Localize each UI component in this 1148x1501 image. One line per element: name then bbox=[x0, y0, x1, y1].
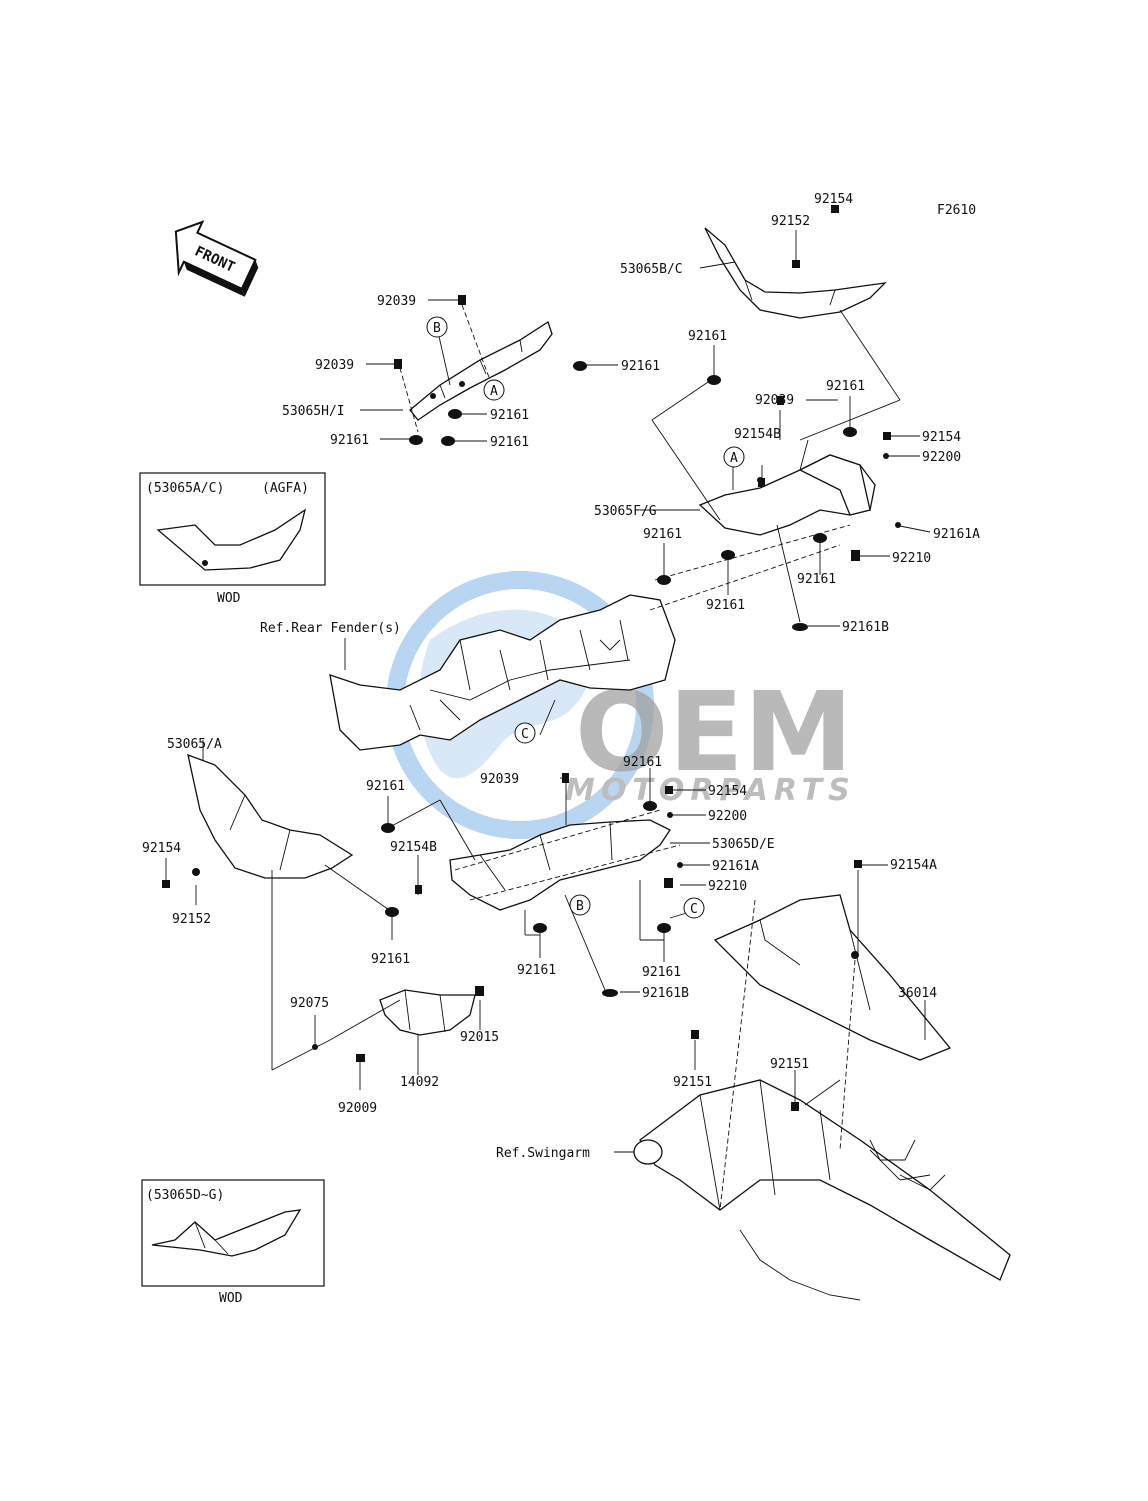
label-92039-lower: 92039 bbox=[480, 772, 519, 787]
label-92151-left: 92151 bbox=[673, 1075, 712, 1090]
marker-a-upper: A bbox=[490, 384, 498, 399]
label-36014: 36014 bbox=[898, 986, 937, 1001]
label-92161-mid: 92161 bbox=[643, 527, 682, 542]
label-92154-top: 92154 bbox=[814, 192, 853, 207]
side-cover-53065DE bbox=[449, 819, 671, 911]
diagram-code: F2610 bbox=[937, 203, 976, 218]
tail-cover-53065HI bbox=[409, 321, 553, 421]
label-92161-lower-mid: 92161 bbox=[517, 963, 556, 978]
label-92161-lower-top: 92161 bbox=[623, 755, 662, 770]
inset-agfa-cover-shape bbox=[156, 508, 307, 571]
label-92154-left: 92154 bbox=[142, 841, 181, 856]
label-92154-lower: 92154 bbox=[708, 784, 747, 799]
label-92152-top: 92152 bbox=[771, 214, 810, 229]
fasteners bbox=[162, 205, 901, 1111]
label-92210-right: 92210 bbox=[892, 551, 931, 566]
label-92154A: 92154A bbox=[890, 858, 937, 873]
label-92161-lower-right: 92161 bbox=[642, 965, 681, 980]
side-cover-53065A bbox=[187, 753, 354, 879]
label-92161A-right: 92161A bbox=[933, 527, 980, 542]
marker-a-right: A bbox=[730, 451, 738, 466]
label-53065FG: 53065F/G bbox=[594, 504, 657, 519]
label-53065HI: 53065H/I bbox=[282, 404, 345, 419]
label-14092: 14092 bbox=[400, 1075, 439, 1090]
label-92075: 92075 bbox=[290, 996, 329, 1011]
leader-lines bbox=[165, 205, 931, 1211]
label-92210-lower: 92210 bbox=[708, 879, 747, 894]
label-92039-right: 92039 bbox=[755, 393, 794, 408]
ref-swingarm: Ref.Swingarm bbox=[496, 1146, 590, 1161]
label-92152-left: 92152 bbox=[172, 912, 211, 927]
label-92161-mid2: 92161 bbox=[797, 572, 836, 587]
label-92161-lower-left: 92161 bbox=[366, 779, 405, 794]
side-cover-53065BC bbox=[704, 227, 887, 319]
inset-agfa: (53065A/C) (AGFA) WOD bbox=[139, 472, 326, 606]
rear-fender-assembly bbox=[329, 594, 676, 751]
label-92039-left: 92039 bbox=[315, 358, 354, 373]
label-92161-lower-left2: 92161 bbox=[371, 952, 410, 967]
marker-c-lower: C bbox=[690, 902, 698, 917]
label-92161B-lower: 92161B bbox=[642, 986, 689, 1001]
marker-c-center: C bbox=[521, 727, 529, 742]
label-92200-lower: 92200 bbox=[708, 809, 747, 824]
inset-agfa-title-left: (53065A/C) bbox=[146, 481, 224, 496]
tail-cover-53065FG bbox=[698, 454, 876, 536]
label-92161-a: 92161 bbox=[490, 408, 529, 423]
label-92154B-right: 92154B bbox=[734, 427, 781, 442]
inset-agfa-title-right: (AGFA) bbox=[262, 481, 309, 496]
inset-wod: (53065D~G) WOD bbox=[141, 1179, 325, 1306]
label-92161-mid3: 92161 bbox=[706, 598, 745, 613]
label-92154-right: 92154 bbox=[922, 430, 961, 445]
part-labels: 92154 92152 53065B/C 92039 92161 92039 9… bbox=[142, 192, 980, 1161]
label-92161-b: 92161 bbox=[330, 433, 369, 448]
inset-agfa-caption: WOD bbox=[217, 591, 241, 606]
label-53065BC: 53065B/C bbox=[620, 262, 683, 277]
inset-wod-caption: WOD bbox=[219, 1291, 243, 1306]
label-92161A-lower: 92161A bbox=[712, 859, 759, 874]
swingarm bbox=[633, 1079, 1011, 1301]
label-92200-right: 92200 bbox=[922, 450, 961, 465]
label-92015: 92015 bbox=[460, 1030, 499, 1045]
watermark-sub: MOTORPARTS bbox=[565, 773, 856, 808]
guard-14092 bbox=[379, 989, 476, 1036]
label-92161B-right: 92161B bbox=[842, 620, 889, 635]
label-92161-c: 92161 bbox=[490, 435, 529, 450]
front-arrow-icon: FRONT bbox=[174, 220, 259, 297]
marker-b-upper: B bbox=[433, 321, 441, 336]
label-92161-upper-right: 92161 bbox=[621, 359, 660, 374]
label-92009: 92009 bbox=[338, 1101, 377, 1116]
ref-rear-fender: Ref.Rear Fender(s) bbox=[260, 621, 401, 636]
label-92039-upper: 92039 bbox=[377, 294, 416, 309]
inset-wod-title: (53065D~G) bbox=[146, 1188, 224, 1203]
chain-guard-36014 bbox=[713, 894, 952, 1061]
marker-b-lower: B bbox=[576, 899, 584, 914]
label-92151-right: 92151 bbox=[770, 1057, 809, 1072]
label-92161-topright: 92161 bbox=[688, 329, 727, 344]
label-92154B-lower: 92154B bbox=[390, 840, 437, 855]
circle-markers: B A A C B C bbox=[426, 316, 745, 919]
label-53065DE: 53065D/E bbox=[712, 837, 775, 852]
label-92161-right: 92161 bbox=[826, 379, 865, 394]
label-53065A: 53065/A bbox=[167, 737, 222, 752]
